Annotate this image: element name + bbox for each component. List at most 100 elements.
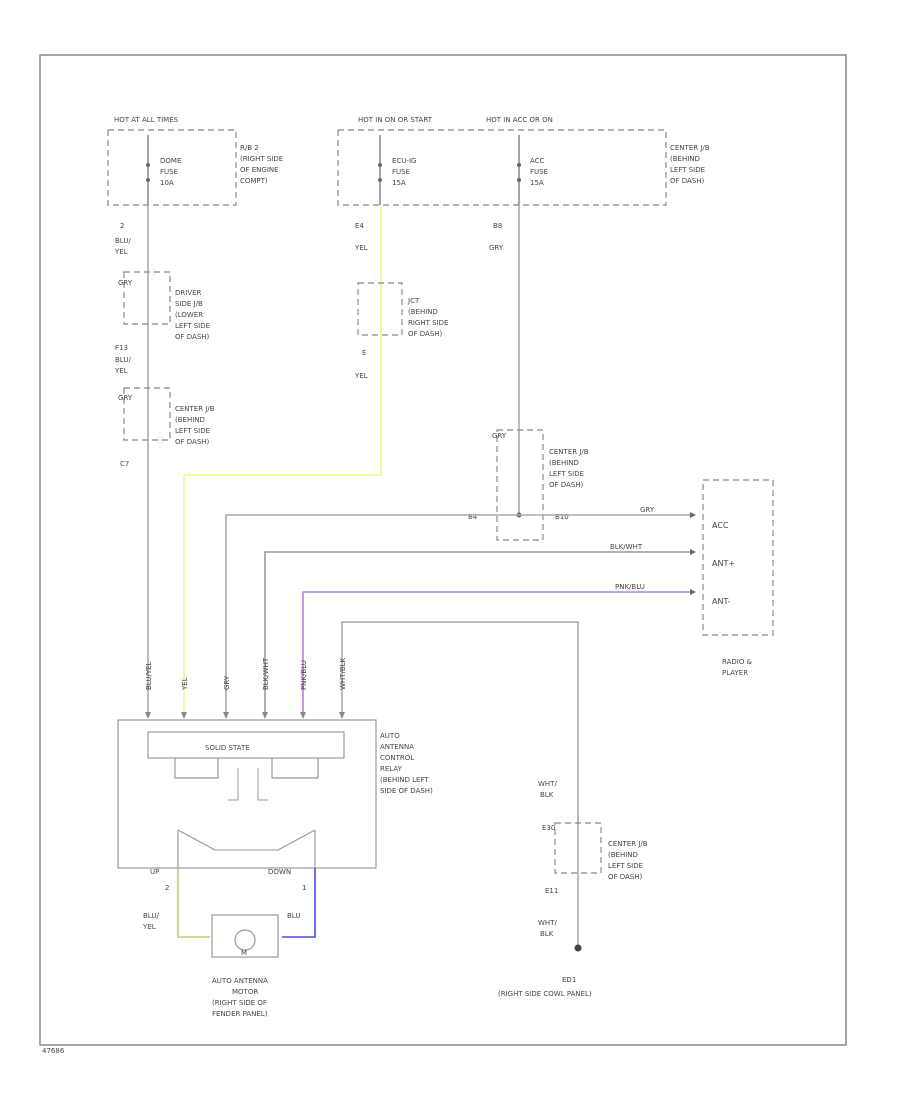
- relay-label-4: RELAY: [380, 765, 403, 773]
- solid-state-block: [147, 731, 345, 759]
- radio-label-1: RADIO &: [722, 658, 753, 666]
- motor-symbol: [234, 929, 256, 951]
- motor-label-3: (RIGHT SIDE OF: [212, 999, 267, 1007]
- relay-coil-left: [174, 758, 219, 779]
- arrow-ant-minus: [690, 589, 696, 595]
- center-jb-gnd-label-1: CENTER J/B: [608, 840, 648, 848]
- center-jb-top-label-4: OF DASH): [670, 177, 705, 185]
- ecu-ig-fuse-label-2: FUSE: [392, 168, 410, 176]
- relay-pin-labels: BLU/YEL YEL GRY BLK/WHT PNK/BLU WHT/BLK: [145, 657, 347, 691]
- ecu-ig-fuse-label-1: ECU-IG: [392, 157, 416, 165]
- center-jb-mid-label-1: CENTER J/B: [549, 448, 589, 456]
- wht-blk2-2: BLK: [540, 930, 554, 938]
- jct-label-1: JCT: [407, 297, 420, 305]
- ecu-fuse-dot-2: [378, 178, 382, 182]
- center-jb-mid-label-3: LEFT SIDE: [549, 470, 584, 478]
- relay-pin-markers: [145, 712, 345, 719]
- relay-pin-marker-4: [262, 712, 268, 719]
- w1-color-2: YEL: [114, 248, 128, 256]
- relay-switch-right: [277, 829, 316, 851]
- acc-fuse-label-1: ACC: [530, 157, 545, 165]
- e-pin: E: [362, 349, 366, 357]
- motor-left-color-1: BLU/: [143, 912, 159, 920]
- motor-label-2: MOTOR: [232, 988, 258, 996]
- acc-fuse-dot-2: [517, 178, 521, 182]
- w1-color-1: BLU/: [115, 237, 131, 245]
- jct-connector: [357, 282, 403, 336]
- w1-pin: 2: [120, 222, 124, 230]
- wire-blu-yel-motor: [177, 868, 210, 938]
- e11-pin: E11: [545, 887, 558, 895]
- relay-pin-label-3: GRY: [223, 675, 231, 690]
- driver-jb-label-5: OF DASH): [175, 333, 210, 341]
- f13-pin: F13: [115, 344, 128, 352]
- center-jb-top-label-2: (BEHIND: [670, 155, 700, 163]
- center-jb-mid-connector: [496, 429, 544, 541]
- relay-pin-marker-1: [145, 712, 151, 719]
- motor-label-1: AUTO ANTENNA: [212, 977, 268, 985]
- b4-pin: B4: [468, 513, 478, 521]
- wire-pnk-blu: [302, 591, 690, 715]
- acc-fuse-label-3: 15A: [530, 179, 544, 187]
- relay-label-6: SIDE OF DASH): [380, 787, 433, 795]
- motor-box: [211, 914, 279, 958]
- wht-blk-2: BLK: [540, 791, 554, 799]
- wht-blk2-1: WHT/: [538, 919, 557, 927]
- motor-label-4: FENDER PANEL): [212, 1010, 268, 1018]
- dome-fuse-dot-1: [146, 163, 150, 167]
- w2-pin: E4: [355, 222, 364, 230]
- driver-jb-connector: [123, 271, 171, 325]
- center-jb-top-label-1: CENTER J/B: [670, 144, 710, 152]
- relay-label-2: ANTENNA: [380, 743, 414, 751]
- e30-pin: E30: [542, 824, 555, 832]
- center-jb-mid-label-2: (BEHIND: [549, 459, 579, 467]
- rb2-label-1: R/B 2: [240, 144, 259, 152]
- ecu-fuse-dot-1: [378, 163, 382, 167]
- relay-pin-label-1: BLU/YEL: [145, 661, 153, 690]
- relay-switch-left: [177, 829, 216, 851]
- dome-fuse-label-3: 10A: [160, 179, 174, 187]
- fuse-block-left: [107, 129, 237, 206]
- ground-symbol: [574, 944, 582, 952]
- blk-wht-label: BLK/WHT: [610, 543, 643, 551]
- motor-left-color-2: YEL: [142, 923, 156, 931]
- relay-pin-marker-6: [339, 712, 345, 719]
- center-jb-left-pin: GRY: [118, 394, 133, 402]
- driver-jb-label-3: (LOWER: [175, 311, 203, 319]
- radio-pin-acc: ACC: [712, 521, 729, 530]
- center-jb-gnd-label-2: (BEHIND: [608, 851, 638, 859]
- jct-label-4: OF DASH): [408, 330, 443, 338]
- w3-color: GRY: [489, 244, 504, 252]
- wire-blu-motor: [282, 868, 316, 938]
- hot-in-acc-label: HOT IN ACC OR ON: [486, 116, 553, 124]
- dome-fuse-label-2: FUSE: [160, 168, 178, 176]
- ground-label-2: (RIGHT SIDE COWL PANEL): [498, 990, 592, 998]
- radio-pin-ant-plus: ANT+: [712, 559, 735, 568]
- center-jb-left-label-4: OF DASH): [175, 438, 210, 446]
- wht-blk-1: WHT/: [538, 780, 557, 788]
- w3-pin: B8: [493, 222, 502, 230]
- relay-arm-left: [228, 768, 239, 801]
- relay-pin-label-2: YEL: [181, 677, 189, 691]
- motor-right-color: BLU: [287, 912, 300, 920]
- c7-pin: C7: [120, 460, 129, 468]
- relay-pin-label-5: PNK/BLU: [300, 660, 308, 690]
- b10-pin: B10: [555, 513, 569, 521]
- relay-down-label: DOWN: [268, 868, 291, 876]
- center-jb-mid-label-4: OF DASH): [549, 481, 584, 489]
- driver-jb-label-4: LEFT SIDE: [175, 322, 210, 330]
- relay-pin-marker-2: [181, 712, 187, 719]
- driver-jb-pin: GRY: [118, 279, 133, 287]
- yel2-label: YEL: [354, 372, 368, 380]
- wire-blk-wht: [264, 551, 690, 715]
- relay-pin-marker-3: [223, 712, 229, 719]
- rb2-label-3: OF ENGINE: [240, 166, 279, 174]
- jct-label-3: RIGHT SIDE: [408, 319, 448, 327]
- motor-pin-right: 1: [302, 884, 306, 892]
- center-jb-left-label-2: (BEHIND: [175, 416, 205, 424]
- acc-fuse-dot-1: [517, 163, 521, 167]
- arrow-acc: [690, 512, 696, 518]
- center-jb-gnd-label-3: LEFT SIDE: [608, 862, 643, 870]
- w1b-color-1: BLU/: [115, 356, 131, 364]
